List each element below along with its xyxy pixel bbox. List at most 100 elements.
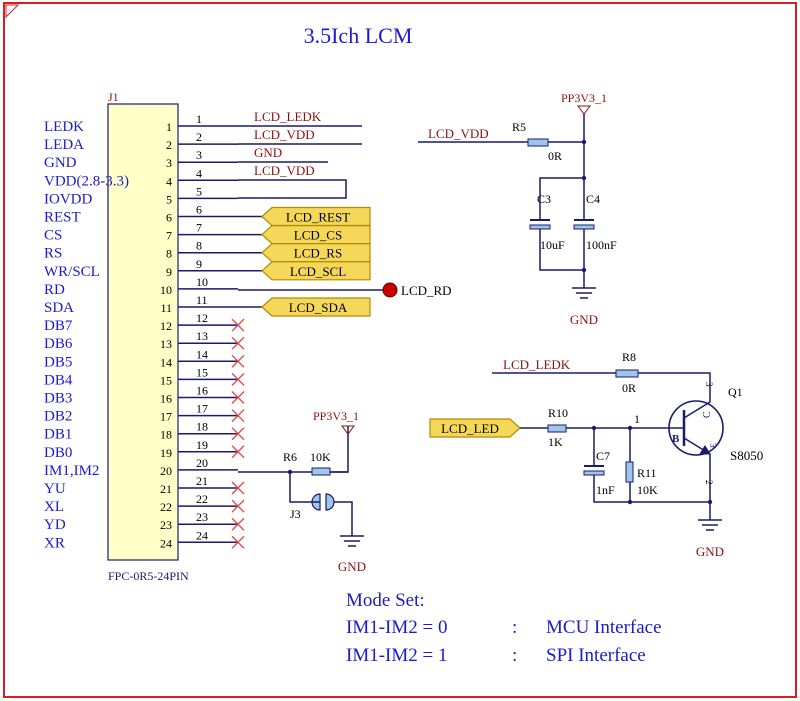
net-label-lcd-vdd: LCD_VDD [254, 127, 315, 142]
pin-name: WR/SCL [44, 264, 100, 280]
power-arrow-icon [341, 425, 355, 435]
no-connect-icon [231, 427, 245, 441]
test-point-rd[interactable] [382, 282, 398, 298]
pin-name: YU [44, 481, 66, 497]
pin-number-inner: 13 [160, 337, 172, 351]
flag-label: LCD_SCL [290, 264, 346, 279]
r6-body[interactable] [311, 467, 331, 476]
c7-ref: C7 [596, 449, 610, 463]
c4-plate-bottom[interactable] [573, 224, 595, 230]
mode-row-1-eq: IM1-IM2 = 1 [346, 645, 448, 666]
flag-lcd-rest[interactable] [261, 206, 371, 227]
mode-row-0-desc: MCU Interface [546, 617, 662, 638]
pin-name: REST [44, 210, 81, 226]
pin-number-outer: 12 [196, 311, 208, 325]
pin-number-outer: 7 [196, 221, 202, 235]
pin-number-outer: 21 [196, 474, 208, 488]
c7-value: 1nF [596, 483, 615, 497]
junction-cap-top [581, 175, 587, 181]
q1-c-label: C [702, 411, 713, 418]
no-connect-icon [231, 318, 245, 332]
pin-number-inner: 2 [166, 138, 172, 152]
pin-name: LEDK [44, 119, 84, 135]
pin-number-outer: 1 [196, 112, 202, 126]
c7-plate-bottom[interactable] [583, 470, 605, 476]
pin-name: LEDA [44, 137, 84, 153]
pin-number-inner: 9 [166, 265, 172, 279]
pin-name: IM1,IM2 [44, 463, 99, 479]
pin-number-outer: 9 [196, 257, 202, 271]
r8-ref: R8 [622, 350, 636, 364]
c3-plate-bottom[interactable] [529, 224, 551, 230]
junction-rail [627, 499, 633, 505]
wire-cap-top [539, 177, 584, 216]
flag-lcd-cs[interactable] [261, 225, 371, 245]
junction-q1-emitter [707, 499, 713, 505]
pin-number-inner: 12 [160, 319, 172, 333]
pin-number-inner: 19 [160, 446, 172, 460]
pin-name: RS [44, 246, 62, 262]
q1-pin-e: 2 [704, 480, 714, 485]
r5-body[interactable] [527, 138, 549, 147]
r5-ref: R5 [512, 120, 526, 134]
no-connect-icon [231, 445, 245, 459]
pin-number-inner: 1 [166, 120, 172, 134]
pin-number-inner: 5 [166, 192, 172, 206]
ground-icon [698, 519, 722, 531]
pin-number-inner: 22 [160, 500, 172, 514]
no-connect-icon [231, 517, 245, 531]
pin-number-inner: 10 [160, 283, 172, 297]
flag-lcd-sda[interactable] [261, 297, 371, 317]
c4-value: 100nF [586, 238, 617, 252]
j3-ref: J3 [290, 507, 301, 521]
pin-number-inner: 23 [160, 518, 172, 532]
wire-vdd-iovdd [238, 179, 347, 199]
pin-number-outer: 3 [196, 148, 202, 162]
pin-name: RD [44, 282, 65, 298]
r11-ref: R11 [637, 466, 657, 480]
net-label-pwr: PP3V3_1 [561, 91, 607, 105]
r10-body[interactable] [547, 424, 567, 433]
r6-ref: R6 [283, 450, 297, 464]
flag-lcd-led[interactable] [429, 418, 521, 438]
no-connect-icon [231, 354, 245, 368]
pin-number-outer: 19 [196, 438, 208, 452]
pin-name: DB7 [44, 318, 73, 334]
sheet-title: 3.5Ich LCM [304, 23, 413, 48]
q1-e-label: E [709, 443, 718, 448]
pin-name: XL [44, 499, 64, 515]
no-connect-icon [231, 336, 245, 350]
pin-number-inner: 11 [160, 301, 172, 315]
ground-icon [340, 535, 364, 547]
net-label-gnd-caps: GND [570, 312, 598, 327]
flag-lcd-scl[interactable] [261, 261, 371, 281]
pin-number-outer: 10 [196, 275, 208, 289]
pin-name: DB0 [44, 445, 72, 461]
pin-number-inner: 15 [160, 373, 172, 387]
flag-lcd-rs[interactable] [261, 243, 371, 263]
r6-value: 10K [310, 450, 331, 464]
pin-name: IOVDD [44, 191, 92, 207]
q1-b-label: B [672, 433, 680, 445]
r11-body[interactable] [625, 461, 634, 483]
pin-number-outer: 20 [196, 456, 208, 470]
corner-marker-icon [5, 4, 20, 19]
pin-number-outer: 14 [196, 347, 208, 361]
c4-ref: C4 [586, 192, 600, 206]
q1-body[interactable] [668, 400, 724, 456]
pin-number-inner: 7 [166, 229, 172, 243]
no-connect-marks [231, 318, 245, 549]
q1-ref: Q1 [728, 385, 743, 399]
q1-value: S8050 [730, 448, 763, 463]
pin-number-outer: 11 [196, 293, 208, 307]
net-label-gnd: GND [254, 145, 282, 160]
pin-number-outer: 22 [196, 492, 208, 506]
net-label-lcd-ledk: LCD_LEDK [254, 109, 322, 124]
r5-value: 0R [548, 149, 562, 163]
j3-right-pad[interactable] [325, 493, 335, 511]
pin-number-inner: 14 [160, 355, 172, 369]
no-connect-icon [231, 535, 245, 549]
wire-cap-bottom [539, 229, 585, 271]
r8-body[interactable] [615, 369, 639, 378]
